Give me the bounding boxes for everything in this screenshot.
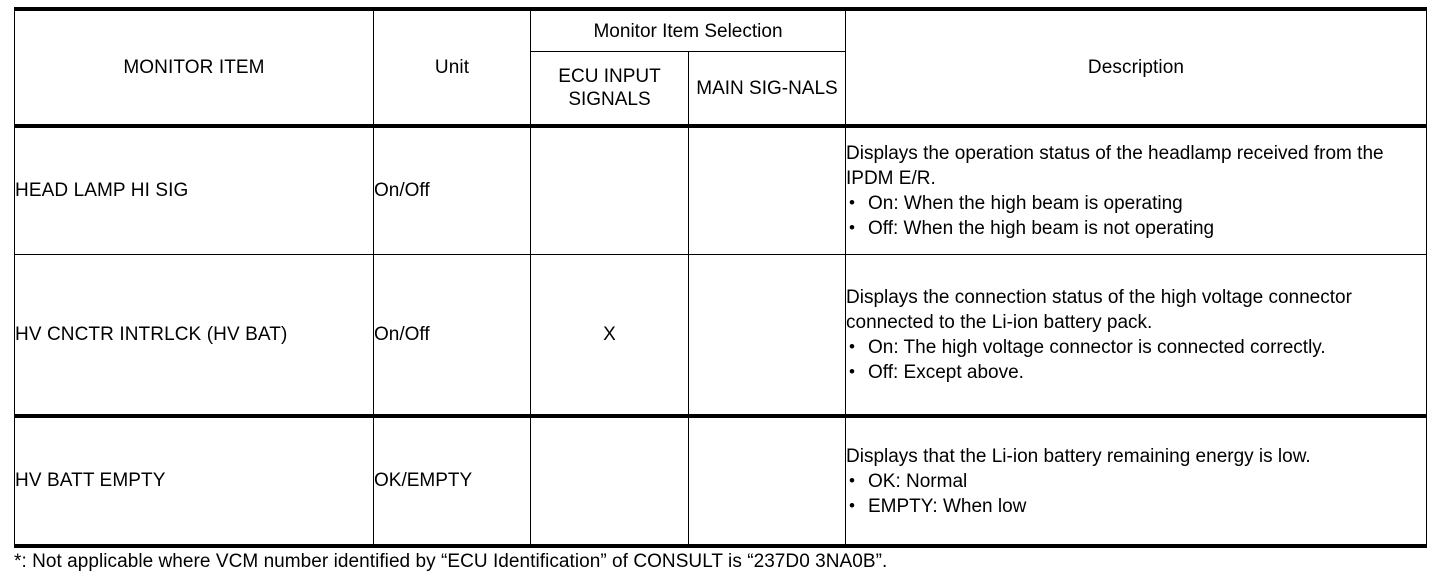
table-body: HEAD LAMP HI SIG On/Off Displays the ope… (14, 124, 1427, 548)
column-header-main-signals: MAIN SIG-NALS (688, 51, 846, 127)
cell-ecu-input-signals (530, 414, 689, 548)
cell-monitor-item: HV CNCTR INTRLCK (HV BAT) (14, 254, 374, 417)
list-item: • On: When the high beam is operating (846, 191, 1426, 216)
bullet-icon: • (849, 470, 855, 490)
cell-main-signals (688, 414, 846, 548)
description-intro: Displays the connection status of the hi… (846, 286, 1352, 333)
list-item: • Off: When the high beam is not operati… (846, 216, 1426, 241)
table-header: MONITOR ITEM Unit Monitor Item Selection… (14, 7, 1427, 127)
column-header-ecu-input-signals: ECU INPUT SIGNALS (530, 51, 689, 127)
bullet-icon: • (849, 193, 855, 212)
header-row-top: MONITOR ITEM Unit Monitor Item Selection… (14, 7, 1427, 127)
table-row: HV BATT EMPTY OK/EMPTY Displays that the… (14, 414, 1427, 548)
cell-ecu-input-signals: X (530, 254, 689, 417)
list-item: • EMPTY: When low (846, 494, 1426, 519)
table-footnote: *: Not applicable where VCM number ident… (14, 551, 888, 572)
description-intro: Displays that the Li-ion battery remaini… (846, 445, 1311, 467)
monitor-item-table: MONITOR ITEM Unit Monitor Item Selection… (14, 7, 1427, 548)
cell-main-signals (688, 254, 846, 417)
cell-monitor-item: HEAD LAMP HI SIG (14, 124, 374, 255)
table-row: HEAD LAMP HI SIG On/Off Displays the ope… (14, 124, 1427, 255)
list-item-label: OK: Normal (868, 470, 968, 492)
cell-unit: On/Off (373, 124, 531, 255)
bullet-icon: • (849, 495, 855, 515)
list-item-label: Off: Except above. (868, 361, 1024, 383)
list-item: • OK: Normal (846, 469, 1426, 494)
column-header-description: Description (845, 7, 1427, 127)
cell-ecu-input-signals (530, 124, 689, 255)
list-item-label: On: When the high beam is operating (868, 193, 1183, 214)
bullet-icon: • (849, 336, 855, 356)
cell-description: Displays the connection status of the hi… (845, 254, 1427, 417)
cell-monitor-item: HV BATT EMPTY (14, 414, 374, 548)
column-header-unit: Unit (373, 7, 531, 127)
description-bullet-list: • On: When the high beam is operating • … (846, 191, 1426, 241)
list-item-label: Off: When the high beam is not operating (868, 218, 1215, 239)
bullet-icon: • (849, 218, 855, 237)
table-row: HV CNCTR INTRLCK (HV BAT) On/Off X Displ… (14, 254, 1427, 417)
list-item: • Off: Except above. (846, 360, 1426, 385)
description-intro: Displays the operation status of the hea… (846, 143, 1384, 189)
cell-unit: OK/EMPTY (373, 414, 531, 548)
bullet-icon: • (849, 361, 855, 381)
list-item-label: EMPTY: When low (868, 495, 1027, 517)
column-header-monitor-item-selection: Monitor Item Selection (530, 7, 846, 52)
list-item: • On: The high voltage connector is conn… (846, 335, 1426, 360)
column-header-monitor-item: MONITOR ITEM (14, 7, 374, 127)
cell-description: Displays that the Li-ion battery remaini… (845, 414, 1427, 548)
cell-description: Displays the operation status of the hea… (845, 124, 1427, 255)
cell-main-signals (688, 124, 846, 255)
description-bullet-list: • On: The high voltage connector is conn… (846, 335, 1426, 385)
description-bullet-list: • OK: Normal • EMPTY: When low (846, 469, 1426, 519)
cell-unit: On/Off (373, 254, 531, 417)
list-item-label: On: The high voltage connector is connec… (868, 336, 1326, 358)
header-row-sub: ECU INPUT SIGNALS MAIN SIG-NALS (15, 51, 1427, 127)
